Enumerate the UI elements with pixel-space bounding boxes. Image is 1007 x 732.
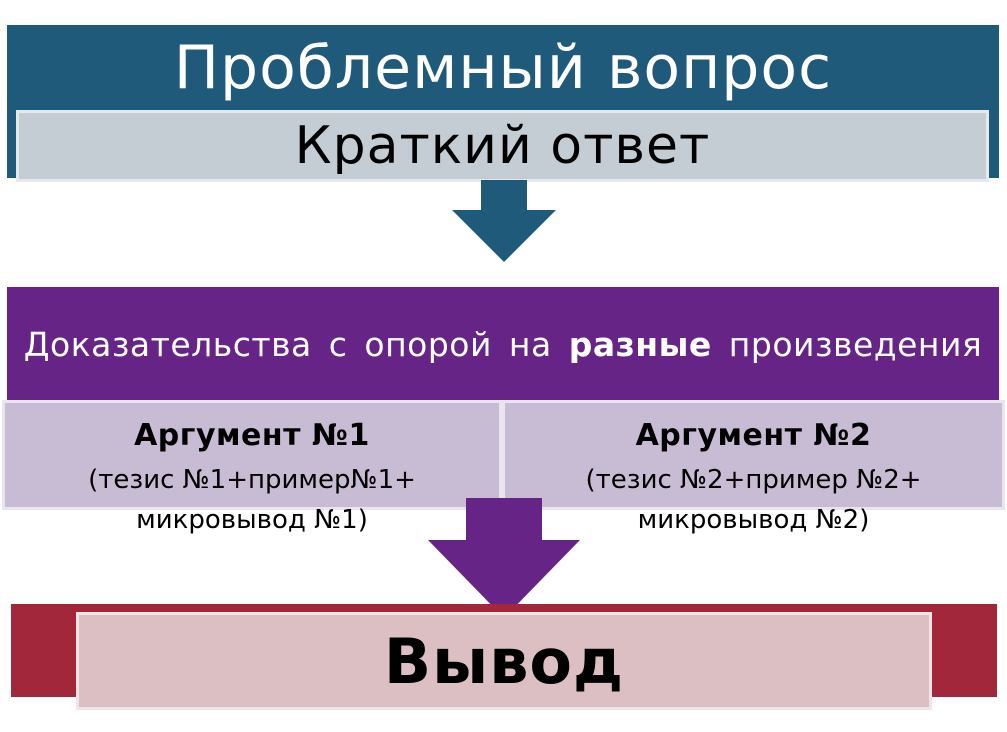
- argument-1-line-1: (тезис №1+пример№1+: [88, 465, 416, 495]
- problem-question-title: Проблемный вопрос: [173, 32, 833, 103]
- evidence-text-end: произведения: [728, 325, 983, 364]
- argument-2-box: [502, 400, 1005, 510]
- short-answer-box: Краткий ответ: [16, 110, 989, 182]
- argument-1-title: Аргумент №1: [134, 418, 370, 453]
- arrow-down-icon: [428, 498, 580, 618]
- arrow-1-shape: [452, 180, 556, 262]
- argument-2-content: Аргумент №2 (тезис №2+пример №2+ микровы…: [502, 412, 1005, 540]
- argument-2-line-2: микровывод №2): [637, 505, 870, 535]
- conclusion-box: Вывод: [76, 612, 932, 710]
- evidence-band: Доказательства с опорой на разные произв…: [7, 287, 999, 402]
- arrow-2-shape: [428, 498, 580, 618]
- argument-1-line-2: микровывод №1): [136, 505, 368, 535]
- argument-1-content: Аргумент №1 (тезис №1+пример№1+ микровыв…: [2, 412, 502, 540]
- argument-2-line-1: (тезис №2+пример №2+: [585, 465, 922, 495]
- arrow-down-icon: [452, 180, 556, 262]
- argument-1-box: [2, 400, 502, 510]
- argument-2-title: Аргумент №2: [635, 418, 872, 453]
- evidence-text-bold: разные: [568, 325, 712, 364]
- evidence-text-start: Доказательства с опорой на: [23, 325, 552, 364]
